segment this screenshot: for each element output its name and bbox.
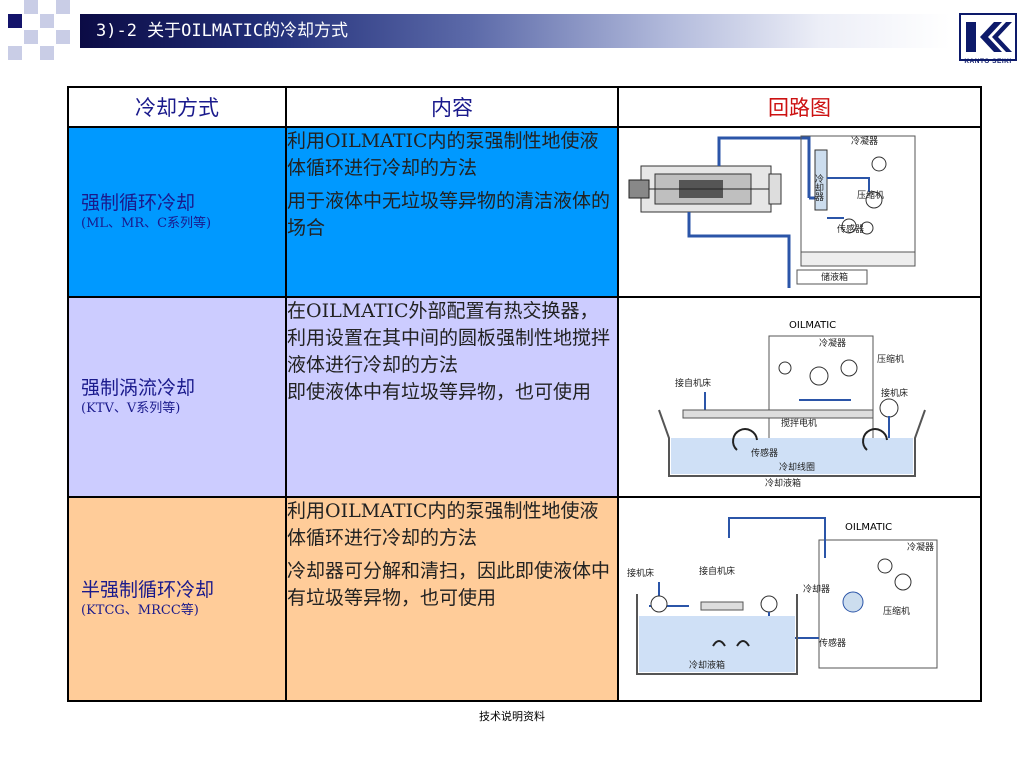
decor-square [40,14,54,28]
decor-square [56,30,70,44]
diagram-label: 传感器 [819,637,846,649]
description-cell: 在OILMATIC外部配置有热交换器，利用设置在其中间的圆板强制性地搅拌液体进行… [285,296,619,498]
method-cell: 半强制循环冷却 (KTCG、MRCC等) [67,496,287,702]
description-text: 冷却器可分解和清扫，因此即使液体中有垃圾等异物，也可使用 [287,560,611,609]
description-text: 即使液体中有垃圾等异物，也可使用 [287,381,592,403]
description-cell: 利用OILMATIC内的泵强制性地使液体循环进行冷却的方法 用于液体中无垃圾等异… [285,126,619,298]
diagram-cell: 冷凝器 冷却器 压缩机 传感器 储液箱 [617,126,982,298]
description-text: 用于液体中无垃圾等异物的清洁液体的场合 [287,190,611,239]
decor-square [40,46,54,60]
method-models: (ML、MR、C系列等) [81,216,212,231]
diagram-label: 压缩机 [883,605,910,617]
method-name: 强制循环冷却 [81,192,196,214]
diagram-label: 压缩机 [857,189,884,201]
title-bar [80,14,950,48]
method-models: (KTV、V系列等) [81,401,181,416]
method-name: 强制涡流冷却 [81,377,196,399]
diagram-cell: OILMATIC 冷凝器 接机床 接自机床 冷却器 压缩机 传感器 [617,496,982,702]
decor-square [24,30,38,44]
method-name: 半强制循环冷却 [81,579,215,601]
diagram-label: 接自机床 [699,565,735,577]
method-cell: 强制涡流冷却 (KTV、V系列等) [67,296,287,498]
diagram-label: 接机床 [627,567,654,579]
circuit-diagram-semi-forced-circulation: OILMATIC 冷凝器 接机床 接自机床 冷却器 压缩机 传感器 [627,517,938,675]
circuit-diagram-forced-circulation: 冷凝器 冷却器 压缩机 传感器 储液箱 [628,135,916,288]
diagram-label: 接自机床 [675,377,711,389]
kanto-seiki-logo [959,13,1017,61]
diagram-label: 传感器 [751,447,778,459]
diagram-label: 冷凝器 [907,541,934,553]
method-cell: 强制循环冷却 (ML、MR、C系列等) [67,126,287,298]
cooling-method-table: 冷却方式 内容 回路图 强制循环冷却 (ML、MR、C系列等) 利用OILMAT… [67,86,982,702]
decor-square [56,0,70,14]
table-row: 强制涡流冷却 (KTV、V系列等) 在OILMATIC外部配置有热交换器，利用设… [67,296,982,498]
diagram-cell: OILMATIC 冷凝器 压缩机 接自机床 接机床 搅拌电机 [617,296,982,498]
diagram-label: 储液箱 [821,271,848,283]
footer-text: 技术说明资料 [479,710,545,723]
diagram-label: OILMATIC [845,522,892,533]
diagram-label: 冷却线圈 [779,461,815,473]
diagram-label: 冷却液箱 [765,477,801,489]
description-text: 在OILMATIC外部配置有热交换器，利用设置在其中间的圆板强制性地搅拌液体进行… [287,300,611,376]
decor-square [8,14,22,28]
description-text: 利用OILMATIC内的泵强制性地使液体循环进行冷却的方法 [287,130,599,179]
table-row: 强制循环冷却 (ML、MR、C系列等) 利用OILMATIC内的泵强制性地使液体… [67,126,982,298]
diagram-label: 冷凝器 [851,135,878,147]
diagram-label: 冷却器 [803,583,830,595]
diagram-label: 压缩机 [877,353,904,365]
header-content: 内容 [285,86,619,128]
decor-square [24,0,38,14]
diagram-label: 冷却液箱 [689,659,725,671]
logo-text: KANTO SEIKI [964,58,1012,65]
diagram-label: 冷凝器 [819,337,846,349]
table-header-row: 冷却方式 内容 回路图 [67,86,982,128]
description-cell: 利用OILMATIC内的泵强制性地使液体循环进行冷却的方法 冷却器可分解和清扫，… [285,496,619,702]
method-models: (KTCG、MRCC等) [81,603,199,618]
description-text: 利用OILMATIC内的泵强制性地使液体循环进行冷却的方法 [287,500,599,549]
diagram-label: 搅拌电机 [781,417,817,429]
diagram-label: OILMATIC [789,320,836,331]
page-title: 3)-2 关于OILMATIC的冷却方式 [96,21,349,41]
diagram-label: 传感器 [837,223,864,235]
circuit-diagram-forced-vortex: OILMATIC 冷凝器 压缩机 接自机床 接机床 搅拌电机 [658,320,926,489]
diagram-label: 冷却器 [813,173,824,201]
header-cooling-method: 冷却方式 [67,86,287,128]
header-circuit-diagram: 回路图 [617,86,982,128]
table-row: 半强制循环冷却 (KTCG、MRCC等) 利用OILMATIC内的泵强制性地使液… [67,496,982,702]
decor-square [8,46,22,60]
diagram-label: 接机床 [881,387,908,399]
